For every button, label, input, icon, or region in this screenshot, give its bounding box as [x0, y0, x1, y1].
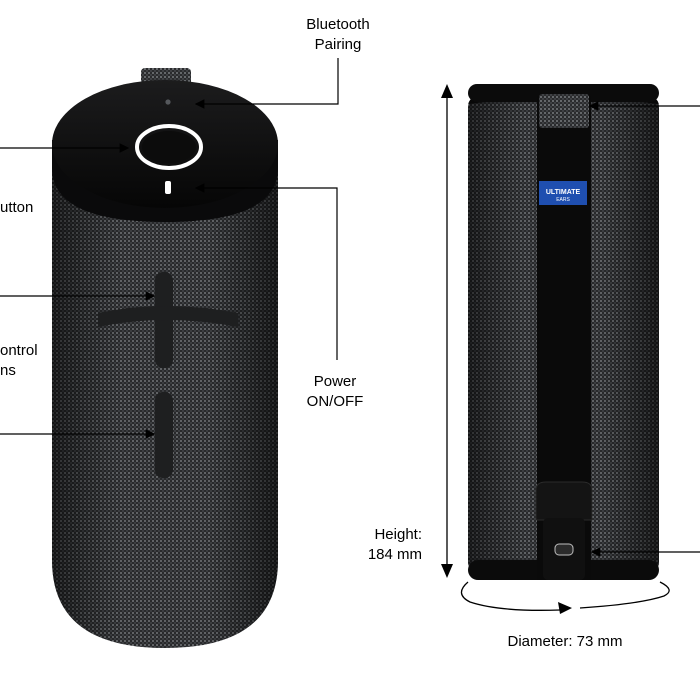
left-callout-lines — [0, 58, 339, 439]
bottom-clip — [535, 481, 593, 521]
bluetooth-pairing-button — [165, 99, 171, 105]
diameter-arrow — [558, 602, 572, 614]
button-label-partial: utton — [0, 198, 33, 218]
height-dimension — [441, 84, 453, 578]
height-label-line2: 184 mm — [367, 546, 422, 563]
volume-minus-button — [155, 392, 173, 478]
height-label: Height: 184 mm — [350, 525, 422, 565]
volume-plus-horizontal — [98, 306, 238, 327]
right-speaker: ULTIMATE EARS — [468, 84, 659, 580]
power-label-line2: ON/OFF — [306, 393, 364, 410]
center-ring-button — [135, 124, 203, 170]
usb-port — [554, 543, 574, 556]
badge-line1: ULTIMATE — [546, 189, 581, 196]
control-label-line2: ns — [0, 362, 16, 379]
height-arrow-top — [441, 84, 453, 98]
diameter-dimension — [460, 581, 670, 614]
left-speaker — [52, 68, 278, 648]
right-callout-lines — [588, 101, 700, 557]
power-leader — [194, 183, 338, 360]
power-label-line1: Power — [313, 373, 357, 390]
height-arrow-bottom — [441, 564, 453, 578]
ultimate-ears-badge — [539, 181, 587, 205]
height-label-line1: Height: — [374, 526, 422, 543]
diameter-arc-right — [579, 581, 670, 609]
bluetooth-pairing-line2: Pairing — [314, 36, 362, 53]
diameter-label-text: Diameter: 73 mm — [507, 633, 623, 650]
bluetooth-pairing-leader — [194, 58, 339, 109]
power-button — [165, 181, 171, 194]
control-label-line1: ontrol — [0, 342, 38, 359]
diameter-arc-left — [460, 581, 561, 611]
power-label: Power ON/OFF — [290, 372, 380, 412]
strap-loop-fabric — [539, 94, 589, 128]
bluetooth-pairing-line1: Bluetooth — [306, 16, 370, 33]
control-label-partial: ontrol ns — [0, 341, 38, 381]
button-label-line1: utton — [0, 199, 34, 216]
bluetooth-pairing-label: Bluetooth Pairing — [288, 15, 388, 55]
diameter-label: Diameter: 73 mm — [480, 632, 650, 652]
badge-line2: EARS — [556, 197, 570, 203]
